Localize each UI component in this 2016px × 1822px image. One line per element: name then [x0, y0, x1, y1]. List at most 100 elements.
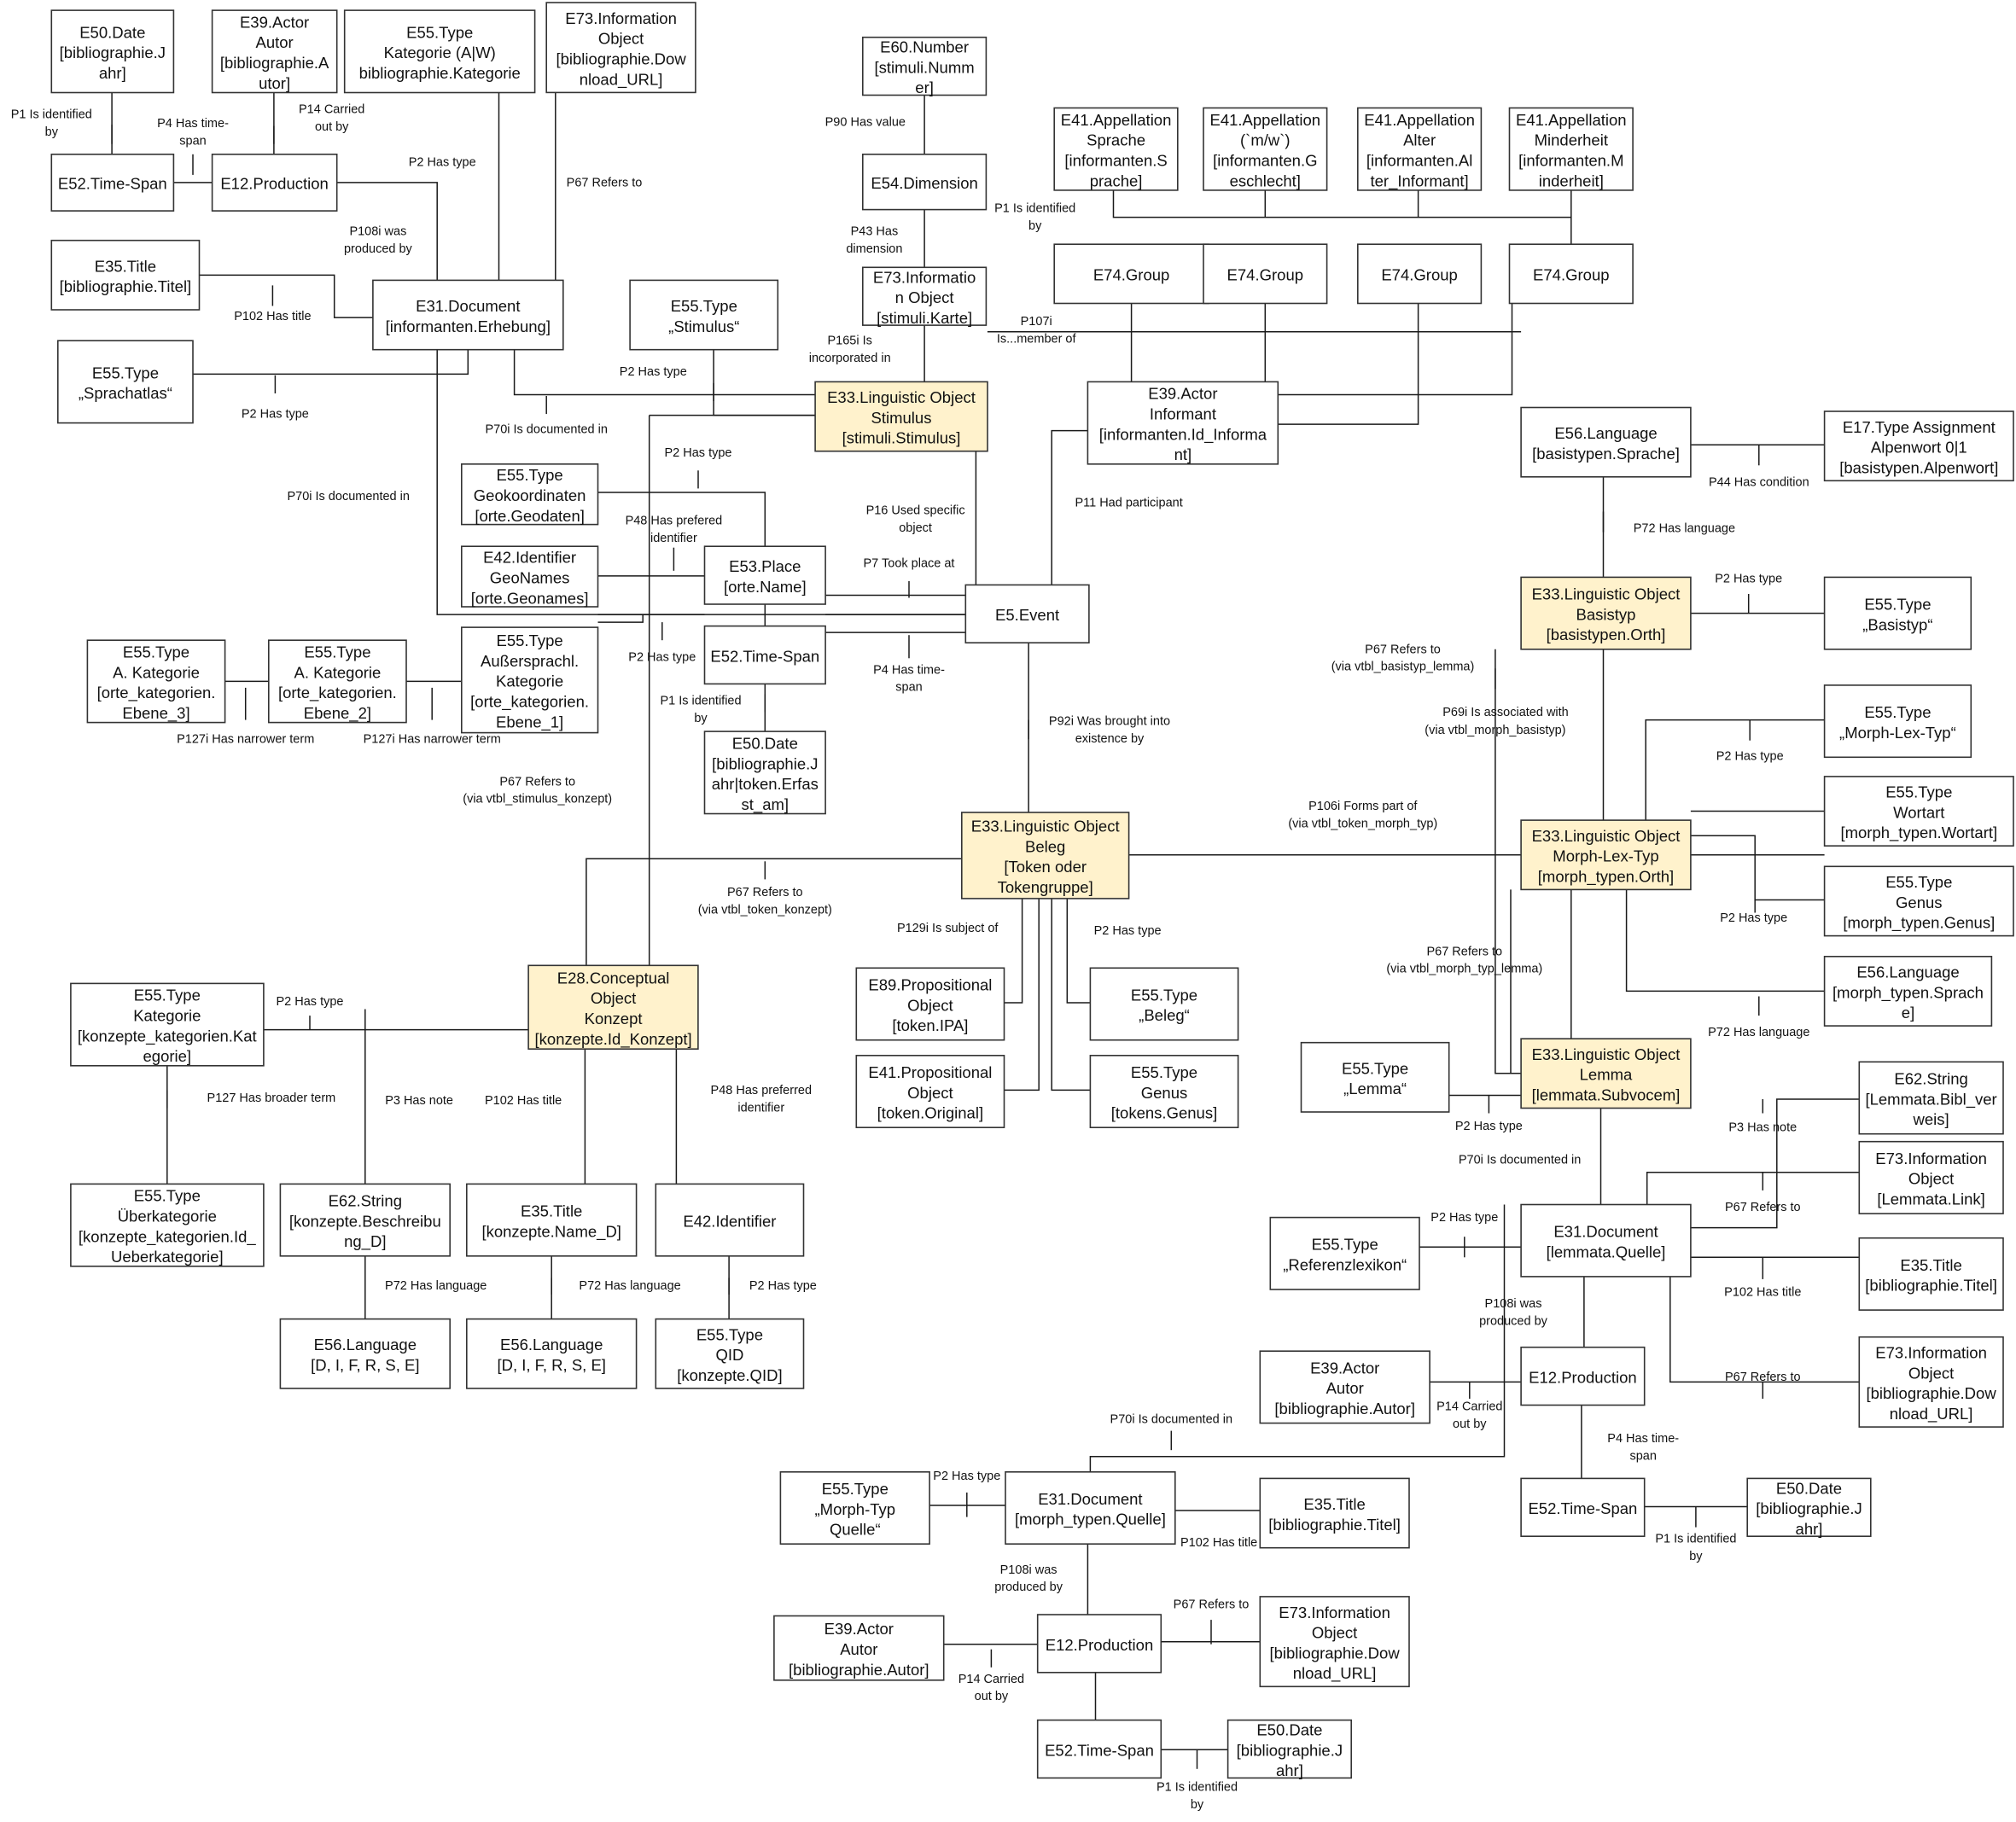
entity-box-frame	[527, 964, 699, 1051]
entity-box-text: E12.Production	[1046, 1636, 1154, 1654]
entity-box-text: E35.Title	[1303, 1495, 1365, 1513]
entity-box-text: [informanten.M	[1518, 152, 1623, 170]
entity-box-text: [informanten.Id_Informa	[1099, 425, 1267, 444]
entity-box-text: Kategorie	[133, 1007, 201, 1025]
property-label-l32: P67 Refers to	[1365, 643, 1441, 656]
entity-box-text: [morph_typen.Sprach	[1832, 983, 1984, 1002]
property-label-l64: produced by	[994, 1580, 1063, 1594]
connector-line	[1051, 429, 1088, 585]
entity-box-text: E55.Type	[696, 1325, 763, 1343]
property-label-l13: P70i Is documented in	[485, 423, 607, 437]
entity-box-text: [token.Original]	[877, 1104, 983, 1122]
entity-box-text: E12.Production	[220, 175, 329, 193]
property-label-l11: P165i Is	[827, 335, 871, 348]
entity-box-text: Kategorie	[496, 672, 563, 690]
property-label-l39: P2 Has type	[1720, 911, 1787, 925]
connector-line	[1495, 649, 1522, 1074]
entity-box-text: Object	[1908, 1364, 1954, 1382]
entity-box-frame	[1036, 1614, 1162, 1674]
property-label-l36: P67 Refers to	[727, 886, 803, 899]
entity-box-n30: E55.TypeAußersprachl.Kategorie[orte_kate…	[460, 626, 599, 734]
entity-box-text: E5.Event	[995, 606, 1059, 624]
entity-box-text: [D, I, F, R, S, E]	[497, 1356, 605, 1374]
property-label-l33b: (via vtbl_morph_basistyp)	[1425, 724, 1565, 737]
entity-box-text: E39.Actor	[1310, 1359, 1379, 1377]
entity-box-text: ng_D]	[344, 1232, 386, 1251]
property-label-l2: span	[179, 135, 206, 148]
entity-box-text: Quelle“	[830, 1521, 881, 1539]
entity-box-frame	[855, 967, 1005, 1041]
property-label-l32: (via vtbl_basistyp_lemma)	[1331, 661, 1475, 674]
entity-box-text: Morph-Lex-Typ	[1553, 847, 1658, 865]
entity-box-text: E41.Propositional	[868, 1063, 992, 1081]
entity-box-frame	[50, 239, 201, 311]
property-label-l53: P67 Refers to	[1725, 1201, 1801, 1214]
entity-box-frame	[655, 1318, 805, 1389]
property-label-l26: P127i Has narrower term	[364, 733, 501, 747]
entity-box-frame	[1300, 1041, 1450, 1113]
entity-box-text: [orte_kategorien.	[97, 684, 216, 702]
entity-box-frame	[1858, 1140, 2004, 1214]
entity-box-text: [konzepte.Id_Konzept]	[535, 1030, 692, 1049]
entity-box-frame	[211, 154, 338, 212]
entity-box-frame	[460, 626, 599, 734]
entity-box-text: E50.Date	[732, 735, 798, 753]
entity-box-frame	[964, 584, 1090, 644]
entity-box-text: E56.Language	[1856, 963, 1959, 981]
entity-box-n66: E52.Time-Span	[1520, 1477, 1646, 1538]
entity-box-frame	[1858, 1237, 2004, 1311]
connector-line	[1066, 899, 1091, 1004]
entity-box-frame	[1357, 107, 1483, 191]
entity-box-frame	[1858, 1336, 2004, 1428]
entity-box-n33: E56.Language[basistypen.Sprache]	[1520, 406, 1692, 478]
property-label-l3: P14 Carried	[299, 103, 364, 117]
entity-box-frame	[1203, 243, 1328, 305]
entity-box-text: E52.Time-Span	[1045, 1741, 1154, 1759]
entity-box-n23: E39.ActorInformant[informanten.Id_Inform…	[1087, 381, 1279, 465]
entity-box-frame	[279, 1318, 451, 1389]
entity-box-frame	[1259, 1477, 1410, 1549]
connector-line	[713, 349, 816, 416]
connector-lines	[111, 92, 1860, 1769]
property-label-l49: P2 Has type	[749, 1279, 817, 1293]
entity-box-frame	[1005, 1471, 1176, 1545]
property-label-l56: produced by	[1479, 1314, 1548, 1328]
property-label-l17: identifier	[650, 532, 697, 545]
entity-box-text: E33.Linguistic Object	[1532, 585, 1681, 603]
entity-box-frame	[1823, 684, 1972, 759]
connector-line	[1112, 189, 1572, 218]
entity-box-text: „Morph-Typ	[815, 1500, 896, 1518]
entity-box-text: „Lemma“	[1343, 1080, 1407, 1097]
entity-box-text: weis]	[1913, 1110, 1949, 1128]
connector-line	[1669, 1276, 1860, 1383]
property-label-l15: P107i	[1021, 315, 1052, 329]
entity-box-text: [D, I, F, R, S, E]	[311, 1356, 419, 1374]
entity-box-n26: E53.Place[orte.Name]	[703, 545, 826, 605]
entity-box-frame	[211, 9, 338, 94]
entity-box-frame	[545, 2, 696, 94]
entity-box-frame	[1520, 1203, 1692, 1278]
entity-box-text: E52.Time-Span	[710, 647, 819, 665]
entity-box-n47: E55.TypeKategorie[konzepte_kategorien.Ka…	[70, 982, 265, 1067]
entity-box-frame	[703, 625, 826, 685]
entity-box-text: Stimulus	[871, 409, 932, 427]
entity-box-text: Object	[591, 989, 636, 1007]
entity-box-text: A. Kategorie	[113, 663, 200, 681]
entity-box-n5: E52.Time-Span	[50, 154, 175, 212]
property-label-l65: P67 Refers to	[1174, 1598, 1250, 1612]
entity-box-text: nt]	[1174, 445, 1192, 463]
entity-box-frame	[814, 381, 988, 452]
property-label-l8: P2 Has type	[242, 408, 309, 422]
entity-box-text: [orte_kategorien.	[470, 693, 589, 712]
property-label-l27: existence by	[1075, 732, 1145, 746]
property-label-l28: P67 Refers to	[499, 775, 575, 789]
entity-box-n51: E35.Title[konzepte.Name_D]	[465, 1183, 638, 1257]
property-label-l21: P7 Took place at	[864, 556, 955, 570]
entity-box-text: „Stimulus“	[668, 317, 739, 335]
entity-box-frame	[855, 1055, 1005, 1129]
